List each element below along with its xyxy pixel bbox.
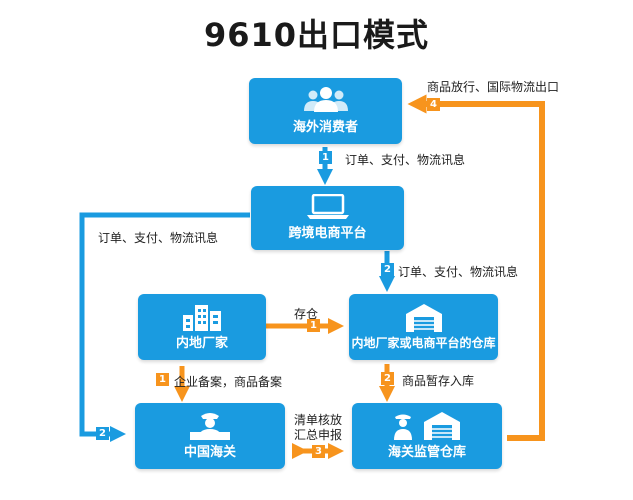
- edge-label: 企业备案，商品备案: [174, 375, 283, 389]
- node-bonded-warehouse-label: 海关监管仓库: [387, 445, 466, 460]
- customs-officer-icon: [190, 413, 230, 440]
- warehouse-icon: [405, 304, 442, 332]
- step-badge: 2: [381, 263, 394, 276]
- step-badge: 4: [427, 98, 440, 111]
- laptop-icon: [306, 194, 349, 219]
- people-icon: [303, 87, 348, 112]
- node-warehouse: 内地厂家或电商平台的仓库: [349, 294, 498, 360]
- arrow-bonded-consumer: [407, 94, 545, 441]
- node-consumer: 海外消费者: [249, 78, 402, 144]
- edge-label: 商品放行、国际物流出口: [427, 80, 560, 94]
- node-bonded-warehouse: 海关监管仓库: [352, 403, 502, 469]
- step-badge: 3: [312, 445, 325, 458]
- step-badge: 1: [156, 373, 169, 386]
- step-badge: 1: [319, 151, 332, 164]
- node-customs-label: 中国海关: [183, 445, 236, 460]
- node-factory-label: 内地厂家: [175, 336, 228, 351]
- node-warehouse-label: 内地厂家或电商平台的仓库: [351, 336, 496, 350]
- step-badge: 2: [381, 372, 394, 385]
- edge-label: 汇总申报: [294, 428, 343, 442]
- edge-label: 存仓: [294, 307, 319, 321]
- edge-label: 清单核放: [294, 413, 343, 427]
- node-consumer-label: 海外消费者: [292, 120, 358, 135]
- step-badge: 2: [96, 427, 109, 440]
- step-badge: 1: [307, 319, 320, 332]
- node-factory: 内地厂家: [138, 294, 266, 360]
- edge-label: 订单、支付、物流讯息: [345, 153, 466, 167]
- page-title: 9610出口模式: [203, 16, 430, 54]
- node-platform: 跨境电商平台: [251, 186, 404, 250]
- node-platform-label: 跨境电商平台: [288, 226, 367, 241]
- customs-warehouse-icon: [394, 412, 460, 440]
- edge-label: 商品暂存入库: [402, 374, 475, 388]
- edge-label: 订单、支付、物流讯息: [98, 231, 219, 245]
- building-icon: [183, 305, 221, 331]
- edge-label: 订单、支付、物流讯息: [398, 265, 519, 279]
- node-customs: 中国海关: [135, 403, 285, 469]
